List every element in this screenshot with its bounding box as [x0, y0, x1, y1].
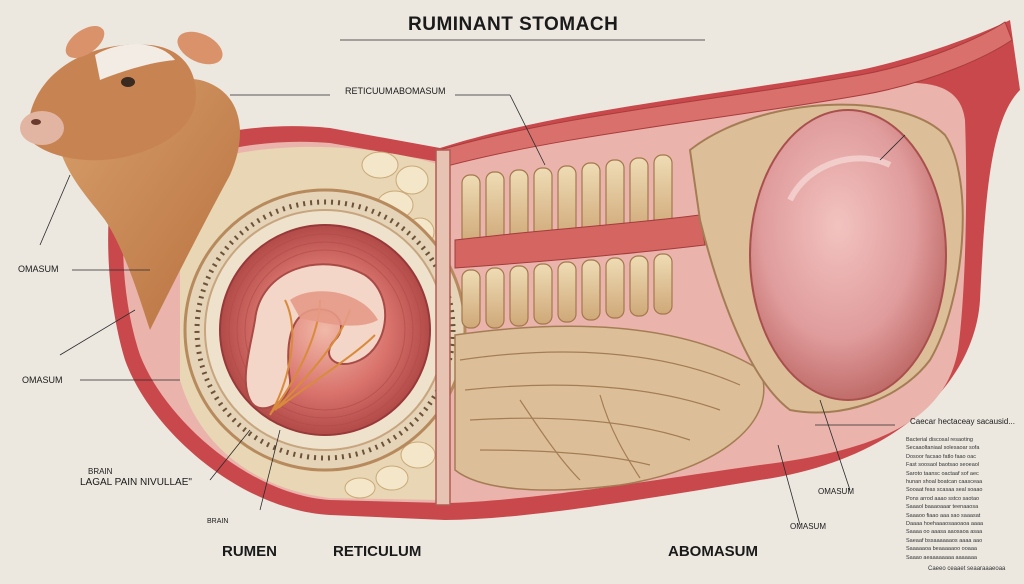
reticulum-dotted-ring [194, 199, 456, 461]
label-abomasum: ABOMASUM [668, 543, 758, 560]
side-note-line: Saaaol baaaoaaar teenaaosa [906, 504, 979, 511]
side-note-line: Saeaaf bssaaaaaaos aaaa aao [906, 537, 983, 544]
label-omasum-left-lower: OMASUM [22, 375, 63, 385]
omasum-leaves-upper [461, 154, 673, 246]
side-note-line: Bacterial discosal resaoting [906, 437, 973, 443]
side-note-line: Saaaaaoa beaaaaaoo ooaaa [906, 546, 977, 553]
label-brain: BRAIN [88, 467, 113, 476]
cow-nostril [31, 119, 41, 125]
omasum-muscle-band [454, 214, 706, 269]
abomasum-highlight [787, 155, 892, 202]
side-note-line: Sooaat feas scasaa seal soaao [906, 487, 983, 494]
cow-muzzle [20, 111, 64, 145]
cow-face-blaze [95, 44, 175, 80]
side-note-line: Saroto taansc oactaaf sof aec [906, 470, 979, 477]
side-note-line: Saaao aeaaaaaaaa aaaaaaa [906, 554, 977, 561]
label-labial: LAGAL PAIN NIVULLAE" [80, 477, 192, 488]
leader-lines [39, 39, 906, 526]
divider-band [435, 149, 451, 506]
side-note-line: Daaaa hoehaaaosaaoaoa aaaa [906, 521, 984, 528]
muscle-striations [228, 233, 422, 427]
cow-head [25, 44, 196, 161]
side-note-line: Pons arrod aaao sstco saotao [906, 495, 980, 502]
label-omasum-right-lower: OMASUM [790, 522, 826, 531]
page-title: RUMINANT STOMACH [408, 14, 619, 35]
omasum-leaves-lower [461, 253, 673, 329]
label-omasum-right-upper: OMASUM [818, 487, 854, 496]
side-note-line: Fast soosaol baotsao seoeaol [906, 462, 980, 469]
side-note-line: Saaaoo fiaao aaa sao saaasat [906, 512, 981, 519]
esophagus-tube [439, 21, 1013, 169]
side-note-line: Dosoor facsao fatlo faao oac [906, 453, 977, 460]
papillae-tissue [290, 291, 378, 326]
label-reticulum-top: RETICUUM [345, 86, 393, 96]
cow-eye [121, 77, 135, 87]
abomasum-organ [749, 109, 947, 401]
label-omasum-left-upper: OMASUM [18, 264, 59, 274]
side-note-footer: Caeeo ceaaet seaaraaaeoaa [928, 566, 1006, 572]
label-rumen: RUMEN [222, 543, 277, 560]
side-note-body: Bacterial discosal resaoting Secaaoltani… [906, 436, 1010, 562]
cow-ear-right [177, 31, 223, 65]
side-note-line: hunan shoal boatcan caasceaa [906, 479, 983, 486]
cow-ear-left [65, 26, 105, 58]
side-note-line: Saaaa oo aaasa aaosaoa asaa [906, 529, 983, 536]
label-reticulum: RETICULUM [333, 543, 422, 560]
side-note-line: Secaaoltaniaal solesaoar sofa [906, 445, 980, 452]
label-bottom-small: BRAIN [207, 518, 229, 525]
side-note-title: Caecar hectaceay sacausid... [910, 417, 1015, 426]
rumen-fold-lines [459, 351, 741, 481]
label-abomasum-top: ABOMASUM [393, 86, 446, 96]
